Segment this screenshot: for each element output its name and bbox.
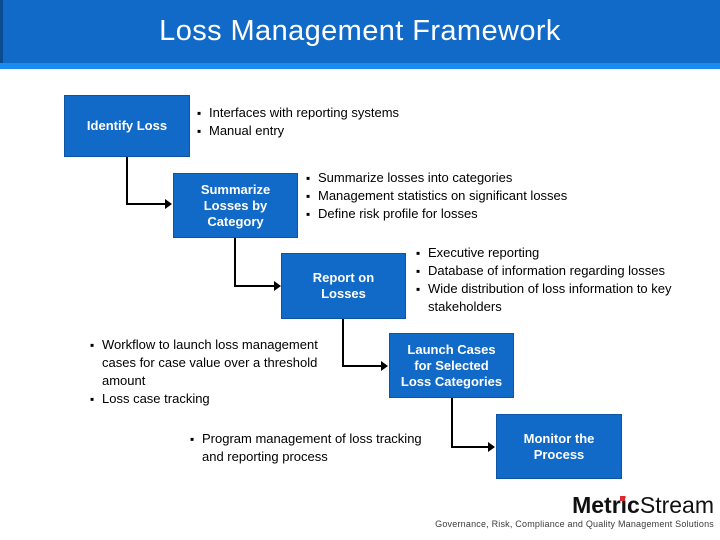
flow-box-identify-loss: Identify Loss: [64, 95, 190, 157]
bullet-item: ▪ Wide distribution of loss information t…: [416, 280, 700, 316]
bullet-item: ▪ Manual entry: [197, 122, 439, 140]
bullet-square-icon: ▪: [306, 171, 311, 185]
bullet-square-icon: ▪: [306, 207, 311, 221]
connector-4-vertical-line: [451, 398, 453, 448]
bullet-square-icon: ▪: [197, 124, 202, 138]
metricstream-logo: MetricStream: [572, 492, 714, 518]
connector-1-arrowhead-icon: [165, 199, 172, 209]
notes-summarize-losses: ▪ Summarize losses into categories ▪ Manage…: [306, 169, 568, 223]
logo-text-regular: Stream: [639, 492, 714, 518]
bullet-text: Loss case tracking: [102, 391, 210, 406]
bullet-item: ▪ Workflow to launch loss management case…: [90, 336, 350, 390]
bullet-item: ▪ Program management of loss tracking and…: [190, 430, 442, 466]
slide-title: Loss Management Framework: [159, 15, 561, 47]
bullet-text: Management statistics on significant los…: [318, 188, 568, 203]
connector-2-arrowhead-icon: [274, 281, 281, 291]
flow-box-summarize-losses: Summarize Losses by Category: [173, 173, 298, 238]
connector-3-vertical-line: [342, 319, 344, 367]
bullet-item: ▪ Management statistics on significant lo…: [306, 187, 568, 205]
bullet-text: Summarize losses into categories: [318, 170, 513, 185]
connector-3-arrowhead-icon: [381, 361, 388, 371]
bullet-text: Workflow to launch loss management cases…: [102, 337, 318, 388]
connector-2-vertical-line: [234, 238, 236, 287]
logo-text-bold: Metric: [572, 492, 640, 518]
bullet-text: Executive reporting: [428, 245, 540, 260]
connector-4-horizontal-line: [451, 446, 489, 448]
bullet-item: ▪ Loss case tracking: [90, 390, 350, 408]
left-edge-accent: [0, 0, 3, 63]
connector-4-arrowhead-icon: [488, 442, 495, 452]
flow-box-launch-cases: Launch Cases for Selected Loss Categorie…: [389, 333, 514, 398]
connector-1-vertical-line: [126, 157, 128, 205]
bullet-item: ▪ Executive reporting: [416, 244, 700, 262]
bullet-item: ▪ Interfaces with reporting systems: [197, 104, 439, 122]
bullet-text: Wide distribution of loss information to…: [428, 281, 672, 314]
bullet-text: Database of information regarding losses: [428, 263, 666, 278]
bullet-text: Manual entry: [209, 123, 285, 138]
notes-identify-loss: ▪ Interfaces with reporting systems ▪ Manua…: [197, 104, 439, 140]
bullet-square-icon: ▪: [306, 189, 311, 203]
bullet-square-icon: ▪: [90, 392, 95, 406]
bullet-square-icon: ▪: [190, 432, 195, 446]
bullet-square-icon: ▪: [416, 264, 421, 278]
header-accent-stripe: [0, 63, 720, 69]
flow-box-report-on-losses: Report on Losses: [281, 253, 406, 319]
flow-box-monitor-process: Monitor the Process: [496, 414, 622, 479]
bullet-square-icon: ▪: [197, 106, 202, 120]
connector-3-horizontal-line: [342, 365, 382, 367]
bullet-text: Interfaces with reporting systems: [209, 105, 400, 120]
bullet-item: ▪ Database of information regarding losse…: [416, 262, 700, 280]
bullet-square-icon: ▪: [416, 246, 421, 260]
logo-red-dot-icon: [620, 496, 626, 501]
logo-tagline: Governance, Risk, Compliance and Quality…: [435, 519, 714, 530]
bullet-item: ▪ Define risk profile for losses: [306, 205, 568, 223]
notes-report-on-losses: ▪ Executive reporting ▪ Database of informa…: [416, 244, 700, 316]
bullet-square-icon: ▪: [90, 338, 95, 352]
bullet-text: Define risk profile for losses: [318, 206, 478, 221]
bullet-item: ▪ Summarize losses into categories: [306, 169, 568, 187]
connector-2-horizontal-line: [234, 285, 274, 287]
title-bar: Loss Management Framework: [0, 0, 720, 63]
notes-launch-cases: ▪ Workflow to launch loss management case…: [90, 336, 350, 408]
notes-monitor-process: ▪ Program management of loss tracking and…: [190, 430, 442, 466]
bullet-text: Program management of loss tracking and …: [202, 431, 422, 464]
bullet-square-icon: ▪: [416, 282, 421, 296]
footer: MetricStream Governance, Risk, Complianc…: [435, 492, 714, 530]
connector-1-horizontal-line: [126, 203, 166, 205]
